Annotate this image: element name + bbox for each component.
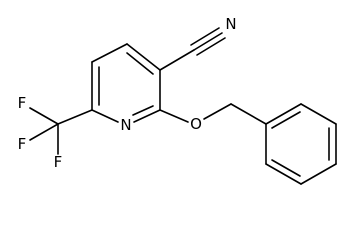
atom-label-oxygen: O bbox=[190, 115, 202, 133]
atom-label-ring-n: N bbox=[120, 116, 131, 134]
nitrile-group bbox=[159, 27, 226, 71]
phenyl-bond-2 bbox=[300, 103, 337, 125]
bond-ch2-ph bbox=[230, 103, 267, 125]
bond-n1-c2-inner bbox=[132, 105, 154, 116]
triple-bond-2 bbox=[190, 27, 220, 46]
phenyl-bond-1-inner bbox=[271, 111, 301, 129]
atom-label-nitrile-n: N bbox=[225, 15, 236, 33]
bond-c2-o bbox=[159, 109, 189, 123]
atom-label-fluorine-bottom: F bbox=[54, 153, 63, 171]
pyridine-ring bbox=[91, 43, 161, 123]
bond-c-f-top bbox=[29, 107, 59, 125]
atom-label-fluorine-top: F bbox=[18, 94, 27, 112]
structure-diagram: N N O F F F bbox=[18, 15, 337, 185]
trifluoromethyl-group bbox=[29, 107, 93, 155]
molecule-drawing: N N O F F F bbox=[18, 15, 337, 185]
bond-c3-c4-inner bbox=[126, 52, 154, 75]
bond-c4-c5 bbox=[91, 43, 128, 63]
bond-c3-cn bbox=[159, 49, 195, 71]
bond-c6-cf3 bbox=[57, 109, 93, 125]
phenyl-bond-4 bbox=[300, 163, 337, 185]
atom-label-fluorine-left: F bbox=[18, 135, 27, 153]
benzyloxy-group bbox=[159, 103, 267, 125]
bond-o-ch2 bbox=[203, 103, 232, 120]
bond-c6-n1 bbox=[91, 109, 119, 123]
phenyl-bond-5-inner bbox=[271, 159, 301, 177]
bond-c3-c4 bbox=[126, 43, 161, 71]
phenyl-ring bbox=[265, 103, 337, 185]
phenyl-bond-1 bbox=[265, 103, 302, 125]
bond-c-f-left bbox=[29, 123, 59, 141]
triple-bond-1 bbox=[193, 32, 223, 51]
bond-n1-c2 bbox=[133, 109, 161, 123]
phenyl-bond-5 bbox=[265, 163, 302, 185]
triple-bond-3 bbox=[196, 37, 226, 56]
